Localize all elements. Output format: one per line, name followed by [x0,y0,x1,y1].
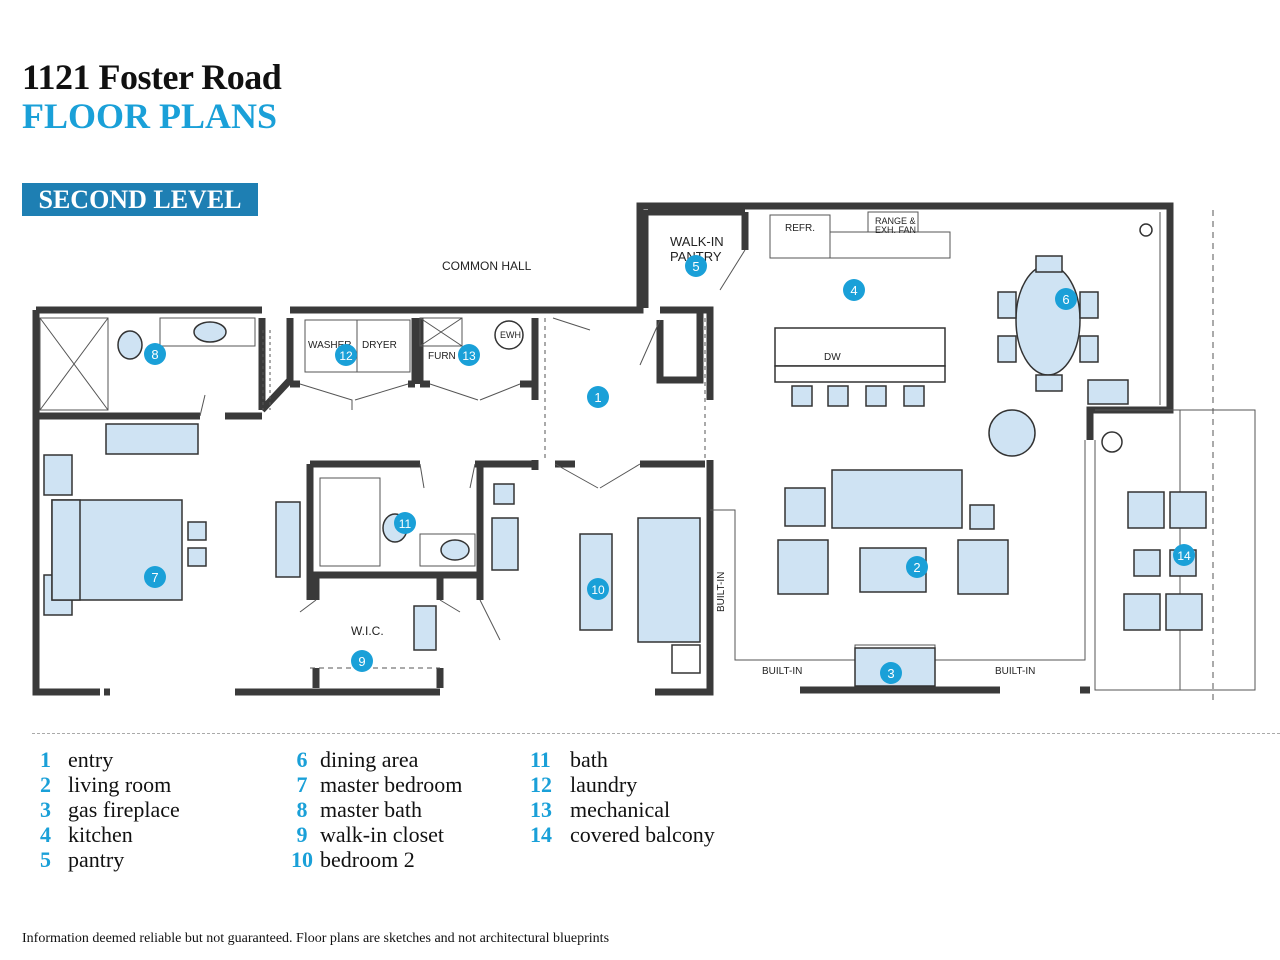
marker-2-num: 2 [913,560,920,575]
legend-num: 13 [530,797,552,822]
legend-item: 10 bedroom 2 [284,847,462,872]
marker-4-num: 4 [850,283,857,298]
address-title: 1121 Foster Road [22,57,282,97]
furniture [43,223,1207,687]
legend-num: 12 [530,772,552,797]
marker-6: 6 [1055,288,1077,310]
legend-num: 7 [296,772,308,797]
legend-item: 9 walk-in closet [284,822,462,847]
ewh-label: EWH [500,330,521,340]
legend-item: 1 entry [40,747,180,772]
legend-num: 1 [40,747,51,772]
marker-5: 5 [685,255,707,277]
legend-label: gas fireplace [68,797,180,822]
dryer-label: DRYER [362,340,397,351]
walk-in-label: WALK-IN [670,234,724,249]
marker-3: 3 [880,662,902,684]
marker-7: 7 [144,566,166,588]
legend-label: mechanical [570,797,671,822]
legend-item: 3 gas fireplace [40,797,180,822]
wic-label: W.I.C. [351,624,384,638]
marker-3-num: 3 [887,666,894,681]
marker-11: 11 [394,512,416,534]
legend-num: 11 [530,747,551,772]
marker-10: 10 [587,578,609,600]
marker-10-num: 10 [591,583,605,597]
marker-13: 13 [458,344,480,366]
legend-column-1: 1 entry 2 living room 3 gas fireplace 4 kitc… [40,747,180,872]
legend-num: 10 [291,847,313,872]
walls [32,202,1174,696]
floor-plans-title: FLOOR PLANS [22,96,278,136]
marker-12-num: 12 [339,349,353,363]
legend-label: kitchen [68,822,133,847]
legend-label: master bedroom [320,772,463,797]
dw-label: DW [824,352,841,363]
marker-13-num: 13 [462,349,476,363]
legend-item: 6 dining area [284,747,462,772]
legend-label: pantry [68,847,125,872]
marker-2: 2 [906,556,928,578]
marker-5-num: 5 [692,259,699,274]
legend-item: 12 laundry [530,772,715,797]
legend-label: walk-in closet [320,822,445,847]
marker-8-num: 8 [151,347,158,362]
common-hall-label: COMMON HALL [442,259,532,273]
legend-num: 9 [296,822,308,847]
marker-1-num: 1 [594,390,601,405]
legend-column-3: 11 bath 12 laundry 13 mechanical 14 covered … [530,747,715,847]
marker-1: 1 [587,386,609,408]
legend-item: 2 living room [40,772,180,797]
legend-label: master bath [320,797,423,822]
refr-label: REFR. [785,223,815,234]
marker-14-num: 14 [1177,549,1191,563]
legend-label: dining area [320,747,419,772]
legend-label: living room [68,772,172,797]
marker-14: 14 [1173,544,1195,566]
room-markers: 1 2 3 4 5 6 7 8 9 10 11 12 13 14 [144,255,1195,684]
built-in-vertical-label: BUILT-IN [716,572,727,612]
built-in-right-label: BUILT-IN [995,666,1035,677]
floor-plan: COMMON HALL WALK-IN PANTRY REFR. RANGE &… [32,202,1256,700]
legend-item: 14 covered balcony [530,822,715,847]
legend-item: 7 master bedroom [284,772,463,797]
legend-label: bath [570,747,608,772]
legend-item: 8 master bath [284,797,462,822]
range-label-2: EXH. FAN [875,225,916,235]
legend-label: laundry [570,772,638,797]
disclaimer: Information deemed reliable but not guar… [22,931,610,946]
legend-item: 4 kitchen [40,822,180,847]
marker-7-num: 7 [151,570,158,585]
marker-9-num: 9 [358,654,365,669]
furn-label: FURN [428,351,456,362]
marker-6-num: 6 [1062,292,1069,307]
legend-num: 14 [530,822,552,847]
level-badge: SECOND LEVEL [22,183,258,216]
legend-num: 5 [40,847,51,872]
legend-column-2: 6 dining area 7 master bedroom 8 master bat… [284,747,462,872]
legend-label: covered balcony [570,822,715,847]
marker-8: 8 [144,343,166,365]
marker-11-num: 11 [399,517,412,531]
marker-12: 12 [335,344,357,366]
legend-item: 5 pantry [40,847,180,872]
legend-num: 2 [40,772,51,797]
separator [32,733,1280,734]
range-label-1: RANGE & [875,216,916,226]
legend-label: entry [68,747,114,772]
legend-item: 13 mechanical [530,797,715,822]
marker-9: 9 [351,650,373,672]
washer-label: WASHER [308,340,352,351]
marker-4: 4 [843,279,865,301]
legend-num: 6 [296,747,308,772]
legend-label: bedroom 2 [320,847,415,872]
legend-item: 11 bath [530,747,715,772]
legend-num: 4 [40,822,51,847]
plan-text: COMMON HALL WALK-IN PANTRY REFR. RANGE &… [308,216,1035,677]
legend-num: 3 [40,797,51,822]
built-in-left-label: BUILT-IN [762,666,802,677]
legend-num: 8 [296,797,308,822]
